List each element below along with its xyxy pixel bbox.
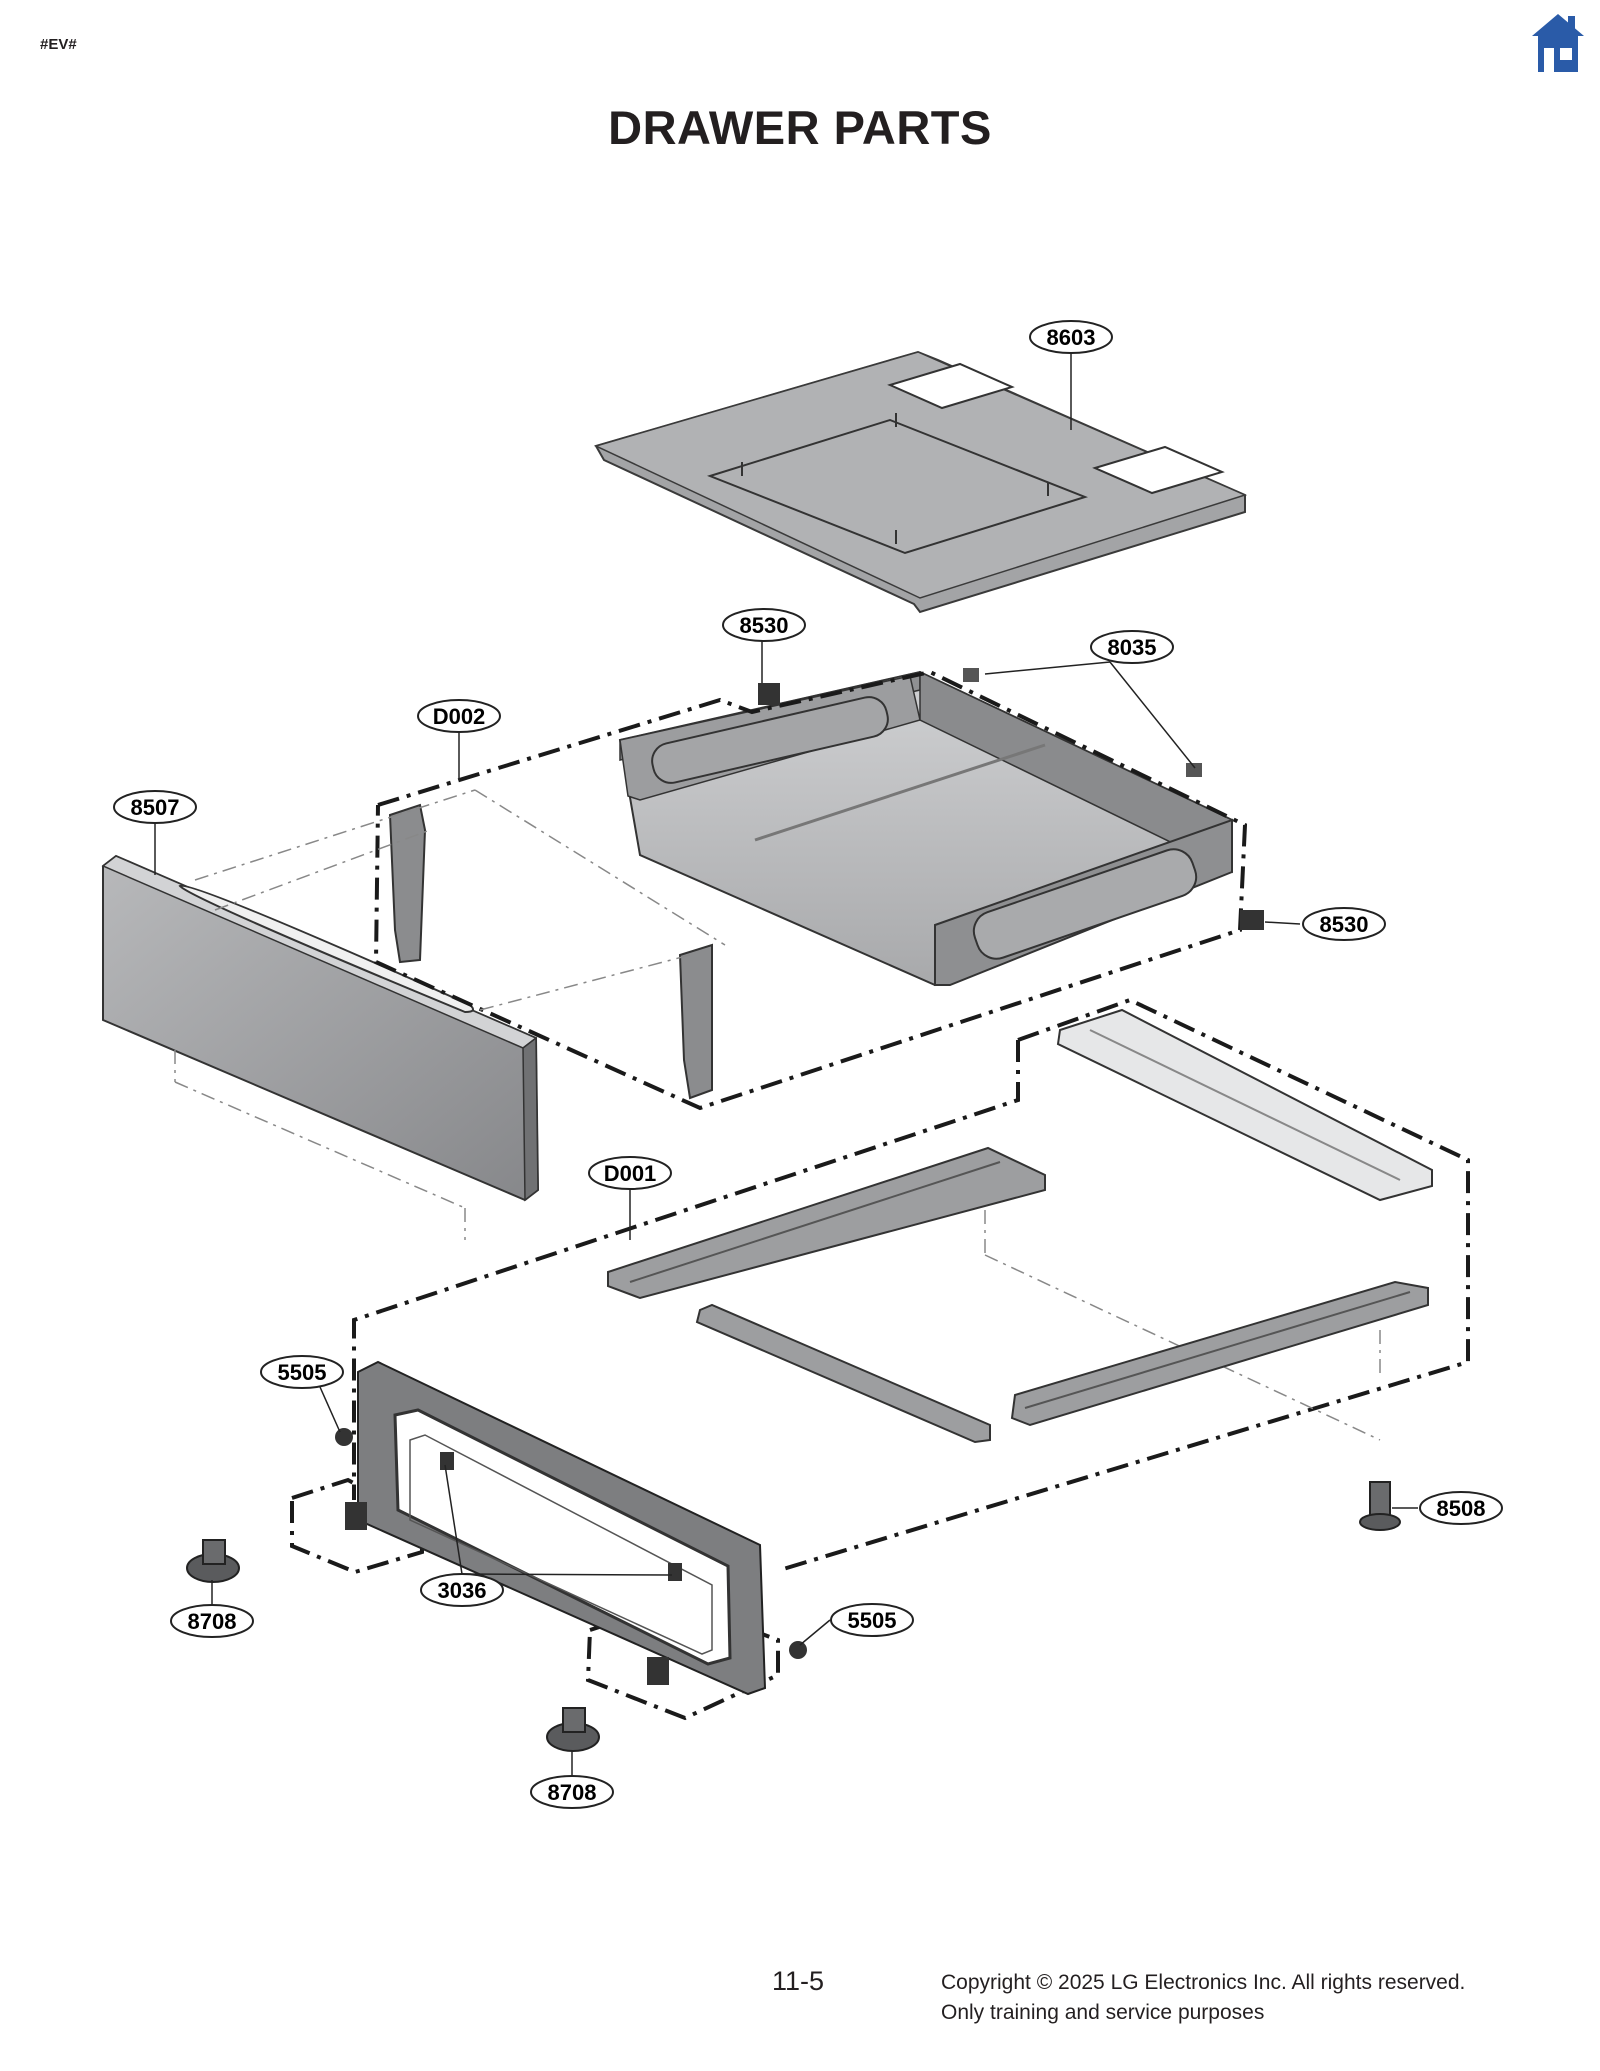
svg-text:3036: 3036 (438, 1578, 487, 1603)
callout-8603[interactable]: 8603 (1029, 320, 1113, 354)
callout-8708-left[interactable]: 8708 (170, 1604, 254, 1638)
svg-text:8603: 8603 (1047, 325, 1096, 350)
callout-D002[interactable]: D002 (417, 699, 501, 733)
callout-8508[interactable]: 8508 (1419, 1491, 1503, 1525)
callout-8035[interactable]: 8035 (1090, 630, 1174, 664)
callout-D001[interactable]: D001 (588, 1156, 672, 1190)
callout-leaders (154, 352, 1418, 1775)
drawer-tray-part (618, 670, 1235, 987)
svg-text:8708: 8708 (188, 1609, 237, 1634)
page-number: 11-5 (772, 1966, 825, 1996)
alignment-lines (174, 789, 1381, 1441)
callout-8708-bottom[interactable]: 8708 (530, 1775, 614, 1809)
side-brackets-part (388, 803, 713, 1100)
home-icon[interactable] (1530, 12, 1586, 78)
svg-text:D001: D001 (604, 1161, 657, 1186)
svg-text:5505: 5505 (278, 1360, 327, 1385)
top-cover-part (593, 350, 1248, 614)
document-code-tag: #EV# (40, 36, 77, 53)
svg-text:8530: 8530 (740, 613, 789, 638)
callout-3036[interactable]: 3036 (420, 1573, 504, 1607)
callout-5505-left[interactable]: 5505 (260, 1355, 344, 1389)
small-components (186, 668, 1401, 1752)
copyright-line: Copyright © 2025 LG Electronics Inc. All… (941, 1971, 1466, 1994)
front-frame-part (357, 1360, 767, 1696)
svg-text:D002: D002 (433, 704, 486, 729)
svg-text:8508: 8508 (1437, 1496, 1486, 1521)
callout-5505-right[interactable]: 5505 (830, 1603, 914, 1637)
page-title: DRAWER PARTS (608, 101, 992, 154)
callouts: 8603 8530 8035 D002 8507 8530 D001 5505 (113, 320, 1503, 1809)
callout-8530-right[interactable]: 8530 (1302, 907, 1386, 941)
front-panel-part (101, 854, 540, 1202)
svg-text:8507: 8507 (131, 795, 180, 820)
svg-text:8530: 8530 (1320, 912, 1369, 937)
callout-8530-top[interactable]: 8530 (722, 608, 806, 642)
svg-text:8035: 8035 (1108, 635, 1157, 660)
usage-note-line: Only training and service purposes (941, 2001, 1265, 2024)
callout-8507[interactable]: 8507 (113, 790, 197, 824)
svg-text:5505: 5505 (848, 1608, 897, 1633)
slide-rails-part (607, 1008, 1433, 1444)
copyright-notice: Copyright © 2025 LG Electronics Inc. All… (941, 1968, 1465, 2028)
svg-text:8708: 8708 (548, 1780, 597, 1805)
